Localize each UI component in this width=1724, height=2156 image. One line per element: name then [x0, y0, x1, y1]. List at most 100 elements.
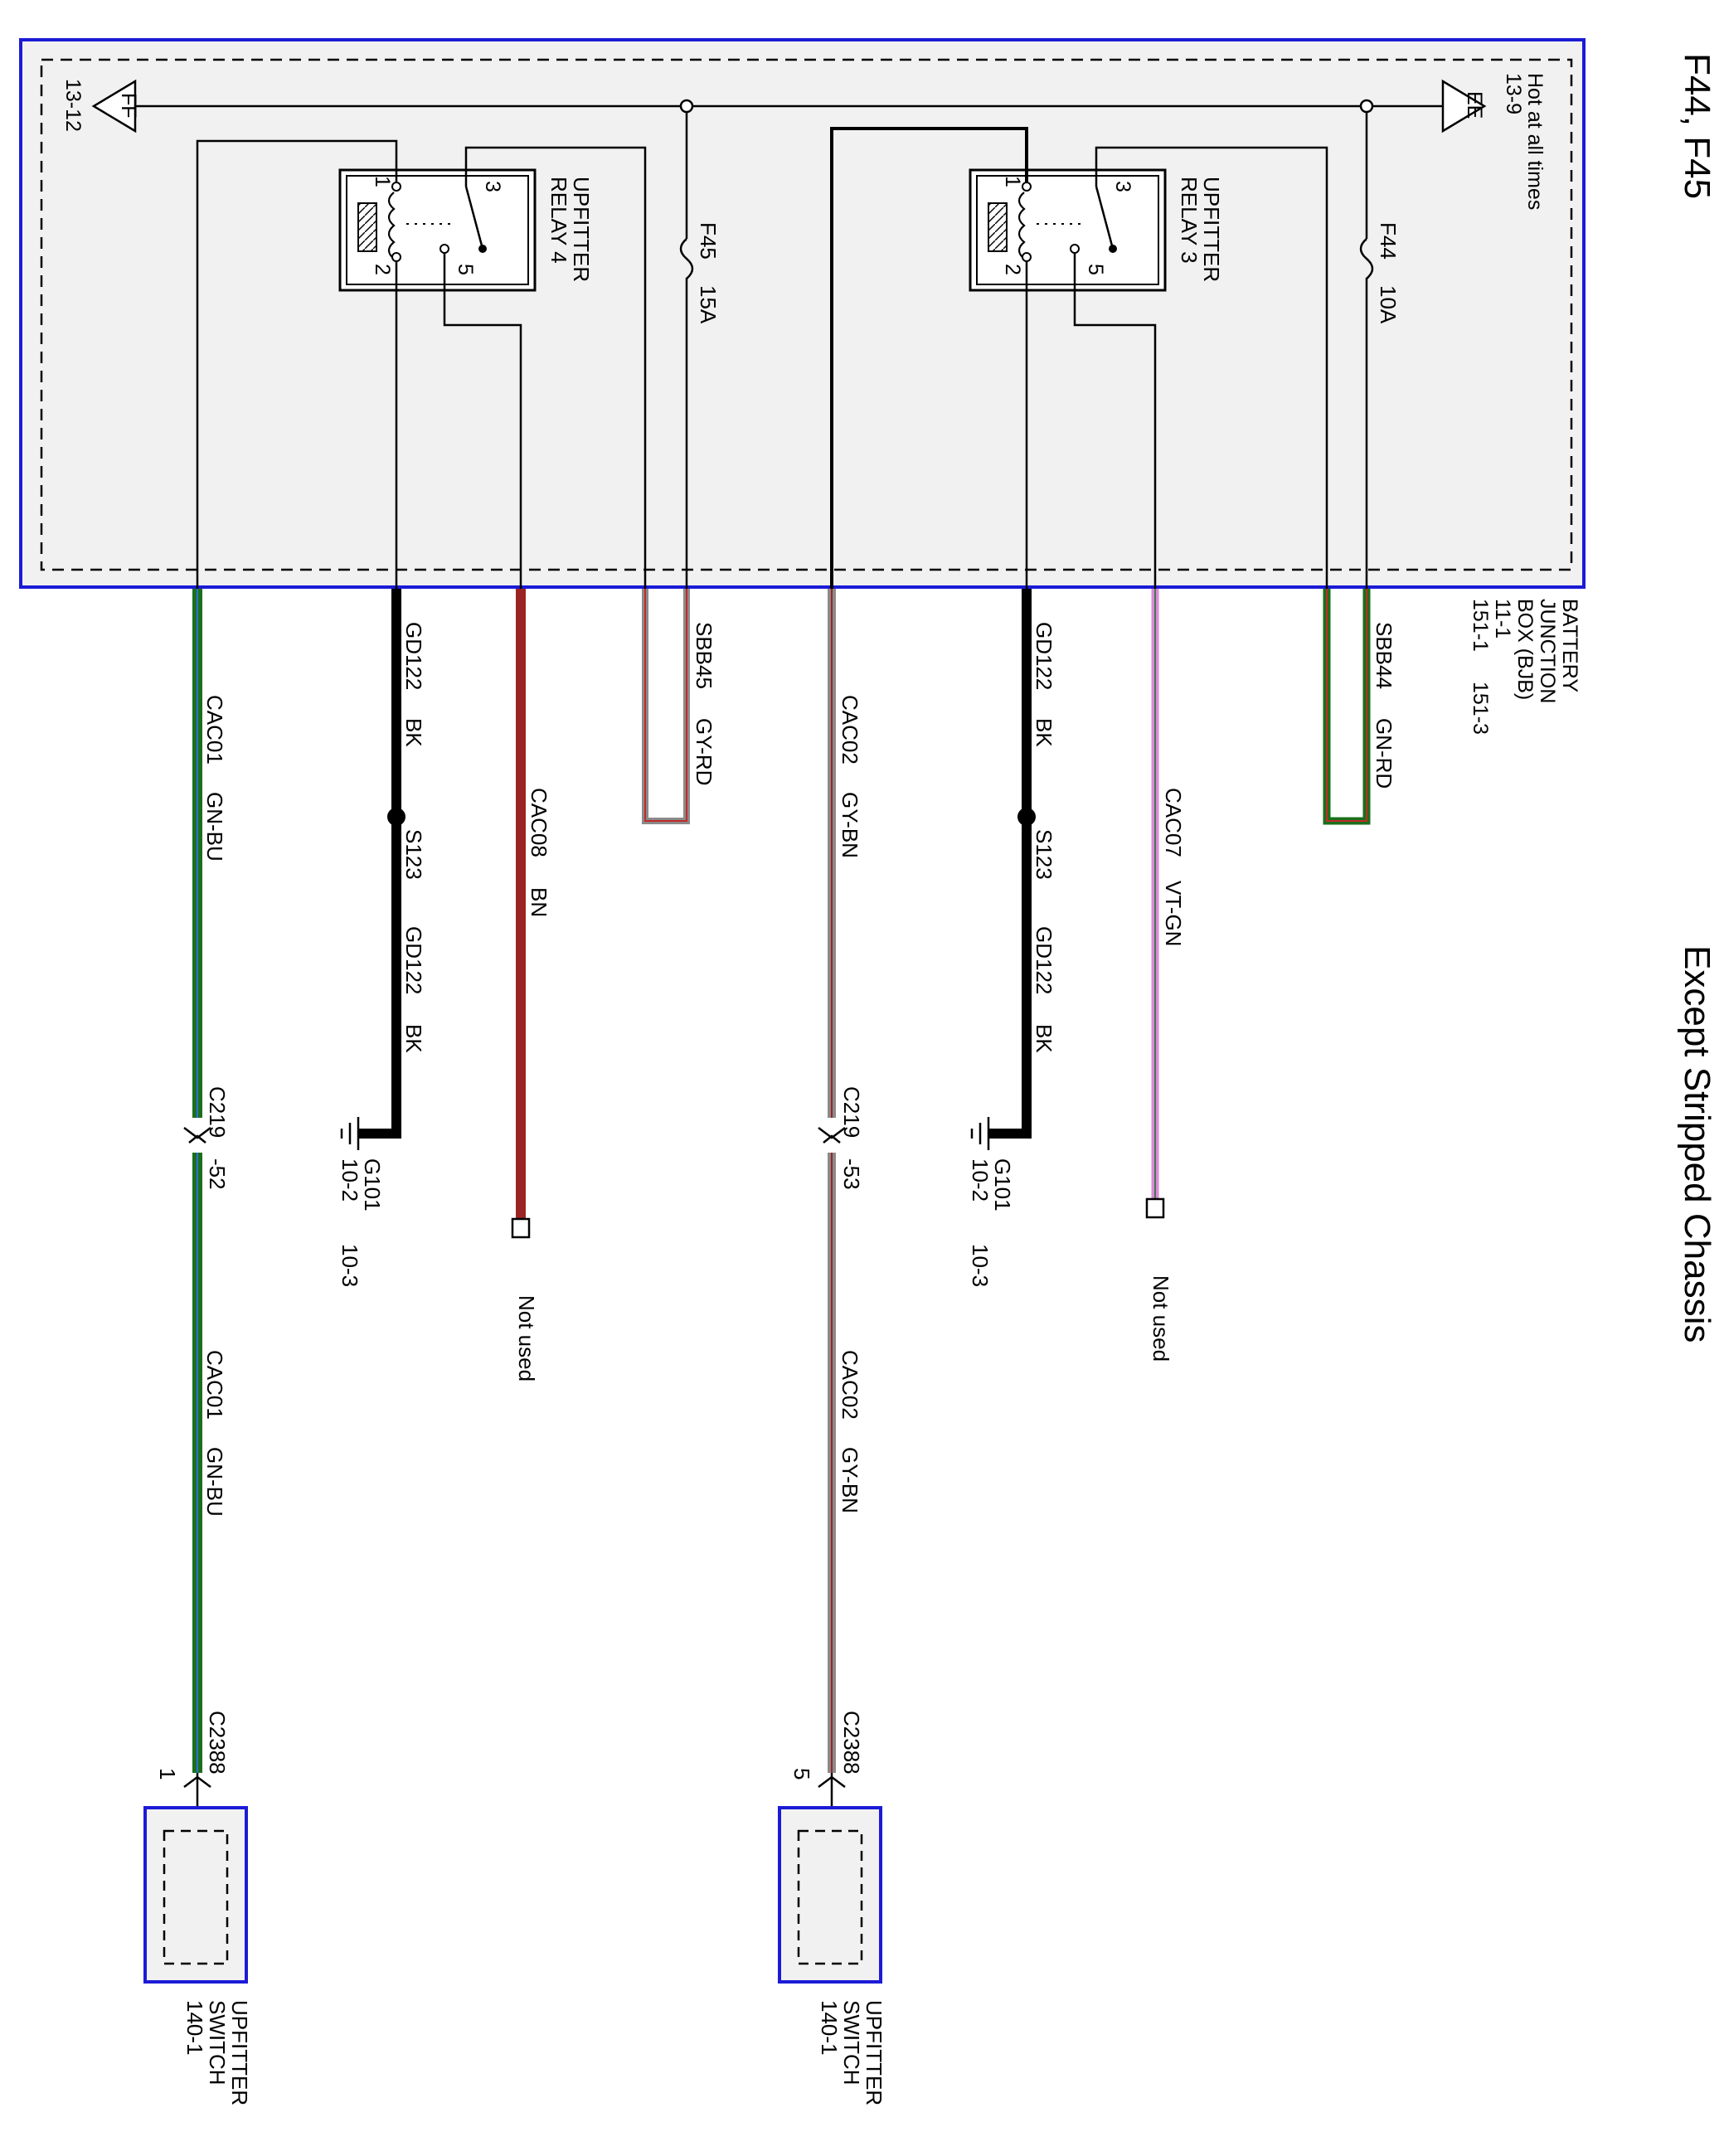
- relay4-name-1: UPFITTER: [569, 177, 594, 282]
- svg-text:UPFITTER: UPFITTER: [862, 2000, 886, 2105]
- label-ground-left: G101 10-2 10-3: [338, 1158, 385, 1287]
- wire-gd122-right: [988, 589, 1036, 1139]
- label-cac01-lower-color: GN-BU: [202, 1447, 227, 1517]
- label-c2388-left-pin: 1: [155, 1768, 180, 1780]
- battery-junction-box: [19, 38, 1586, 589]
- label-c219-right: C219: [839, 1086, 864, 1138]
- svg-text:15A: 15A: [696, 285, 721, 324]
- upfitter-switch-right: [778, 1806, 882, 1984]
- ground-g101-right: [970, 1117, 990, 1150]
- svg-text:SWITCH: SWITCH: [839, 2000, 864, 2086]
- label-gd122-left-upper: GD122: [401, 622, 426, 690]
- ff-bus-marker: FF 13-12: [61, 79, 140, 134]
- internal-wiring: [196, 112, 1374, 589]
- label-gd122-right-upper-color: BK: [1032, 718, 1056, 747]
- label-cac01-lower: CAC01: [202, 1350, 227, 1420]
- ff-tag: FF: [117, 93, 140, 119]
- label-gd122-left-upper-color: BK: [401, 718, 426, 747]
- svg-text:SWITCH: SWITCH: [205, 2000, 230, 2086]
- fuse-title: F44, F45: [1677, 53, 1717, 199]
- svg-text:G101: G101: [360, 1158, 385, 1212]
- label-cac02-upper: CAC02: [838, 695, 862, 765]
- label-gd122-right-upper: GD122: [1032, 622, 1056, 690]
- label-c2388-right: C2388: [839, 1711, 864, 1775]
- svg-text:10-2: 10-2: [968, 1158, 993, 1202]
- ee-ref: 13-9: [1502, 73, 1525, 114]
- svg-text:G101: G101: [990, 1158, 1015, 1212]
- label-sbb45: SBB45: [692, 622, 716, 689]
- upfitter-switch-left: [143, 1806, 248, 1984]
- label-gd122-right-lower: GD122: [1032, 926, 1056, 994]
- relay4-name-2: RELAY 4: [546, 177, 571, 264]
- relay3-pin-1: 1: [1001, 176, 1024, 187]
- not-used-terminal-left: [511, 1217, 531, 1239]
- label-switch-left: UPFITTER SWITCH 140-1: [182, 2000, 252, 2105]
- label-c2388-right-pin: 5: [789, 1768, 814, 1780]
- label-ground-right: G101 10-2 10-3: [968, 1158, 1015, 1287]
- ff-ref: 13-12: [61, 79, 85, 132]
- label-c219-right-pin: -53: [839, 1158, 864, 1190]
- label-cac01-upper: CAC01: [202, 695, 227, 765]
- relay4-pin-5: 5: [454, 264, 477, 275]
- relay4-pin-2: 2: [371, 264, 394, 275]
- svg-text:10-3: 10-3: [968, 1244, 993, 1287]
- bjb-label: BATTERY JUNCTION BOX (BJB) 11-1 151-1 15…: [1469, 599, 1581, 735]
- relay4-pin-3: 3: [481, 181, 504, 192]
- label-cac08-color: BN: [527, 887, 551, 917]
- svg-text:151-3: 151-3: [1469, 682, 1492, 735]
- hot-at-all-times-label: Hot at all times: [1523, 73, 1547, 210]
- label-cac02-upper-color: GY-BN: [838, 792, 862, 858]
- svg-text:140-1: 140-1: [182, 2000, 207, 2056]
- svg-text:10A: 10A: [1376, 285, 1401, 324]
- connector-c219-right: [818, 1127, 846, 1144]
- wire-gd122-left: [358, 589, 406, 1139]
- ee-bus-marker: EE 13-9 Hot at all times: [1441, 73, 1547, 210]
- not-used-terminal-right: [1145, 1197, 1165, 1219]
- label-gd122-right-lower-color: BK: [1032, 1024, 1056, 1053]
- label-cac02-lower-color: GY-BN: [838, 1447, 862, 1513]
- label-cac02-lower: CAC02: [838, 1350, 862, 1420]
- relay3-pin-2: 2: [1001, 264, 1024, 275]
- ee-tag: EE: [1463, 91, 1486, 119]
- svg-text:F45: F45: [696, 222, 721, 260]
- svg-text:11-1: 11-1: [1491, 599, 1514, 639]
- upfitter-relay-4: 1 2 3 5 UPFITTER RELAY 4: [338, 168, 594, 292]
- label-splice-right: S123: [1032, 829, 1056, 880]
- fuse-f45: F45 15A: [696, 222, 721, 324]
- relay4-pin-1: 1: [371, 176, 394, 187]
- label-c219-left-pin: -52: [205, 1158, 230, 1190]
- label-sbb44-color: GN-RD: [1372, 718, 1396, 789]
- label-c219-left: C219: [205, 1086, 230, 1138]
- condition-title: Except Stripped Chassis: [1677, 945, 1717, 1343]
- svg-text:BOX (BJB): BOX (BJB): [1513, 599, 1537, 700]
- label-sbb44: SBB44: [1372, 622, 1396, 689]
- svg-text:140-1: 140-1: [817, 2000, 842, 2056]
- label-c2388-left: C2388: [205, 1711, 230, 1775]
- label-cac08: CAC08: [527, 788, 551, 857]
- relay3-name-1: UPFITTER: [1199, 177, 1224, 282]
- label-cac07: CAC07: [1161, 788, 1186, 857]
- relay3-pin-5: 5: [1084, 264, 1107, 275]
- label-switch-right: UPFITTER SWITCH 140-1: [817, 2000, 886, 2105]
- svg-text:10-3: 10-3: [338, 1244, 362, 1287]
- upfitter-relay-3: 1 2 3 5 UPFITTER RELAY 3: [969, 168, 1224, 292]
- fuse-f44: F44 10A: [1376, 222, 1401, 324]
- label-sbb45-color: GY-RD: [692, 718, 716, 785]
- relay3-pin-3: 3: [1111, 181, 1134, 192]
- svg-text:JUNCTION: JUNCTION: [1536, 599, 1559, 703]
- label-gd122-left-lower-color: BK: [401, 1024, 426, 1053]
- svg-text:UPFITTER: UPFITTER: [227, 2000, 252, 2105]
- svg-text:F44: F44: [1376, 222, 1401, 260]
- label-splice-left: S123: [401, 829, 426, 880]
- svg-text:BATTERY: BATTERY: [1558, 599, 1581, 692]
- connector-c219-left: [183, 1127, 211, 1144]
- label-gd122-left-lower: GD122: [401, 926, 426, 994]
- svg-text:151-1: 151-1: [1469, 599, 1492, 652]
- wire-sbb44: [1323, 589, 1371, 825]
- ground-g101-left: [340, 1117, 360, 1150]
- wire-sbb45: [642, 589, 690, 824]
- label-not-used-right: Not used: [1149, 1275, 1173, 1362]
- relay3-name-2: RELAY 3: [1177, 177, 1202, 264]
- label-cac07-color: VT-GN: [1161, 881, 1186, 946]
